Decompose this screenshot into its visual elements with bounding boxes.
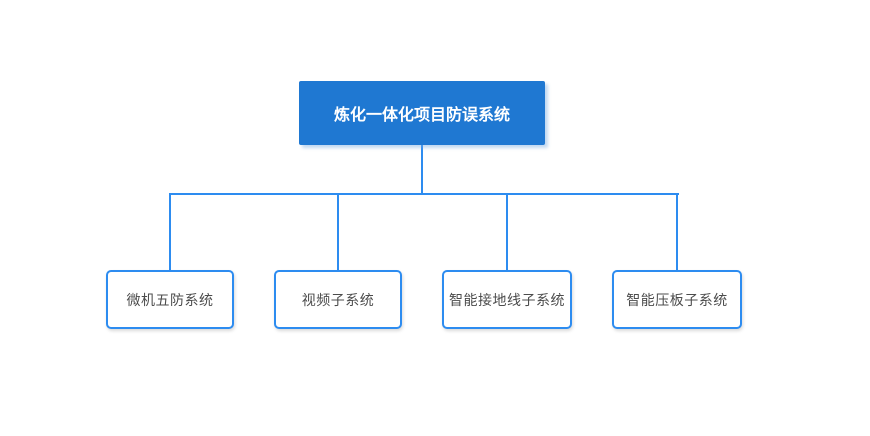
child-node-label: 微机五防系统 (126, 291, 214, 308)
root-node[interactable]: 炼化一体化项目防误系统 (299, 81, 545, 145)
child-node-weiji-wufang[interactable]: 微机五防系统 (106, 270, 234, 329)
child-node-jiedixian[interactable]: 智能接地线子系统 (442, 270, 572, 329)
child-node-shipin[interactable]: 视频子系统 (274, 270, 402, 329)
connector-drop-child-1 (169, 193, 171, 270)
connector-drop-child-2 (337, 193, 339, 270)
child-node-label: 视频子系统 (301, 291, 375, 308)
root-node-label: 炼化一体化项目防误系统 (333, 107, 510, 124)
child-node-label: 智能接地线子系统 (449, 291, 565, 308)
connector-horizontal-trunk (169, 193, 679, 195)
child-node-label: 智能压板子系统 (626, 291, 728, 308)
connector-root-drop (421, 145, 423, 195)
connector-drop-child-4 (676, 193, 678, 270)
child-node-yaban[interactable]: 智能压板子系统 (612, 270, 742, 329)
connector-drop-child-3 (506, 193, 508, 270)
